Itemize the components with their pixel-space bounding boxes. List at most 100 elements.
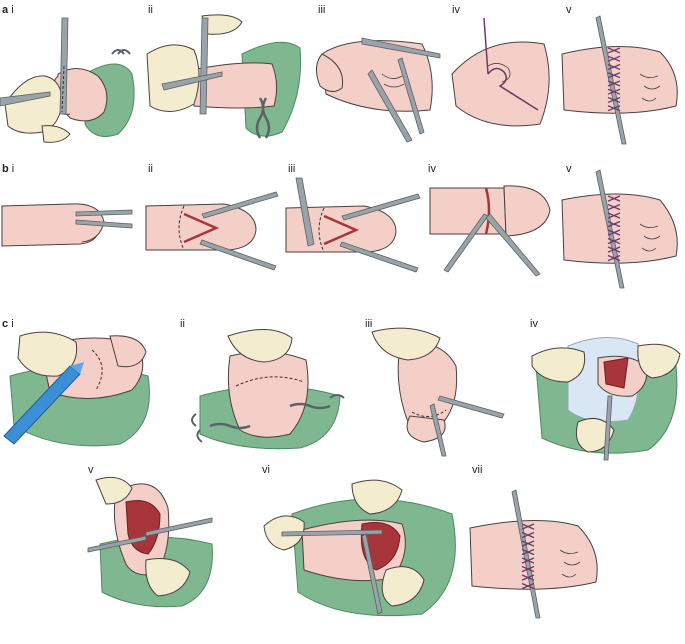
suture-stitch — [521, 582, 535, 590]
forceps-lower — [75, 219, 133, 229]
gloved-hand — [4, 75, 63, 134]
suture-stitch — [521, 565, 535, 573]
scissors — [295, 177, 315, 247]
towel-clips — [255, 97, 271, 139]
panel-c-ii-label: ii — [180, 318, 185, 330]
panel-a-iv-label: iv — [452, 4, 460, 16]
panel-c-iii-label: iii — [365, 318, 373, 330]
incision-marking — [91, 349, 103, 391]
suture-stitch — [521, 548, 535, 556]
panel-a-ii-label: ii — [148, 4, 153, 16]
gloved-hand-left — [531, 347, 586, 383]
panel-a-iii-label: iii — [318, 4, 326, 16]
marker-pen — [3, 362, 84, 445]
panel-c-vii-label: vii — [472, 464, 483, 476]
panel-c-iv — [528, 326, 684, 461]
incision-line — [318, 207, 325, 253]
suture-stitch — [607, 80, 621, 87]
suture-stitch — [521, 540, 535, 547]
panel-b-v-label: v — [566, 163, 572, 175]
suture-stitches — [521, 523, 535, 590]
suture-stitch — [521, 557, 535, 564]
penis-shaft — [321, 40, 433, 112]
suture-stitch — [607, 237, 621, 245]
forceps-left — [0, 91, 51, 107]
panel-b-i — [0, 174, 138, 294]
forceps-upper — [341, 193, 421, 221]
panel-a-v-label: v — [566, 4, 572, 16]
gloved-hand — [371, 327, 441, 361]
forceps-upper — [201, 191, 279, 219]
forceps — [603, 395, 613, 461]
suture-stitch — [607, 229, 621, 236]
penis-shaft — [561, 193, 678, 264]
glans-folds — [639, 73, 661, 102]
suture-stitch — [607, 72, 621, 79]
forceps-lower — [429, 403, 447, 457]
suture-stitch — [521, 574, 535, 581]
dorsal-slit — [183, 212, 220, 244]
skin-folds — [381, 73, 405, 88]
panel-b-ii-label: ii — [148, 163, 153, 175]
incision-wound — [484, 187, 491, 235]
suture-stitch — [607, 47, 621, 54]
forceps-right — [485, 213, 541, 277]
panel-c-vi — [262, 474, 472, 622]
panel-c-ii — [180, 326, 350, 456]
scissors — [161, 71, 223, 91]
panel-b-v — [560, 169, 682, 290]
forceps-left — [443, 213, 489, 273]
panel-c-vi-label: vi — [262, 464, 270, 476]
forceps-upper — [361, 37, 441, 59]
incision-line — [61, 65, 65, 113]
gloved-hand-lower — [145, 558, 191, 597]
dorsal-slit — [323, 214, 360, 246]
clip-handles — [191, 394, 345, 443]
panel-b-iv-label: iv — [428, 163, 436, 175]
suture-stitch — [607, 220, 621, 228]
panel-b-iii-label: iii — [288, 163, 296, 175]
glans-folds — [559, 549, 581, 578]
forceps-lower-2 — [397, 57, 425, 135]
panel-a-iii — [312, 14, 442, 144]
glans — [316, 53, 344, 92]
suture-stitch — [607, 55, 621, 62]
panel-c-v-label: v — [88, 464, 94, 476]
suture-stitch — [607, 246, 621, 253]
suture-stitch — [607, 105, 621, 112]
suture-stitch — [607, 96, 621, 104]
suture-thread — [483, 17, 539, 111]
suture-stitch — [607, 203, 621, 211]
forceps-left — [87, 535, 147, 553]
suture-stitch — [607, 254, 621, 262]
glans — [503, 185, 551, 237]
incision-line — [178, 205, 185, 251]
row-c-label: c i — [2, 318, 14, 330]
gloved-hand-lower — [381, 566, 425, 607]
suture-stitches — [607, 47, 621, 112]
panel-a-v — [560, 14, 682, 145]
panel-c-iv-label: iv — [530, 318, 538, 330]
clamp-blade — [199, 17, 209, 115]
gloved-hand — [17, 331, 78, 377]
penis-shaft — [561, 45, 678, 114]
penis-shaft — [227, 351, 309, 438]
glans — [109, 335, 147, 368]
penis-shaft — [451, 41, 550, 127]
panel-b-iii — [284, 174, 424, 294]
forceps-lower — [339, 241, 419, 273]
forceps-right — [145, 517, 213, 537]
row-b-label: b i — [2, 163, 15, 175]
forceps-horizontal — [281, 529, 383, 537]
suture-needle — [511, 489, 541, 619]
gloved-hand — [227, 328, 293, 363]
panel-c-v — [86, 474, 226, 610]
suture-stitch — [607, 88, 621, 95]
row-a-label: a i — [2, 4, 14, 16]
gloved-hand-upper — [95, 476, 133, 505]
panel-c-i — [0, 326, 160, 456]
incision-marking — [235, 376, 305, 387]
panel-a-iv — [448, 14, 556, 144]
panel-a-ii — [142, 14, 307, 144]
forceps-handle — [111, 49, 131, 55]
